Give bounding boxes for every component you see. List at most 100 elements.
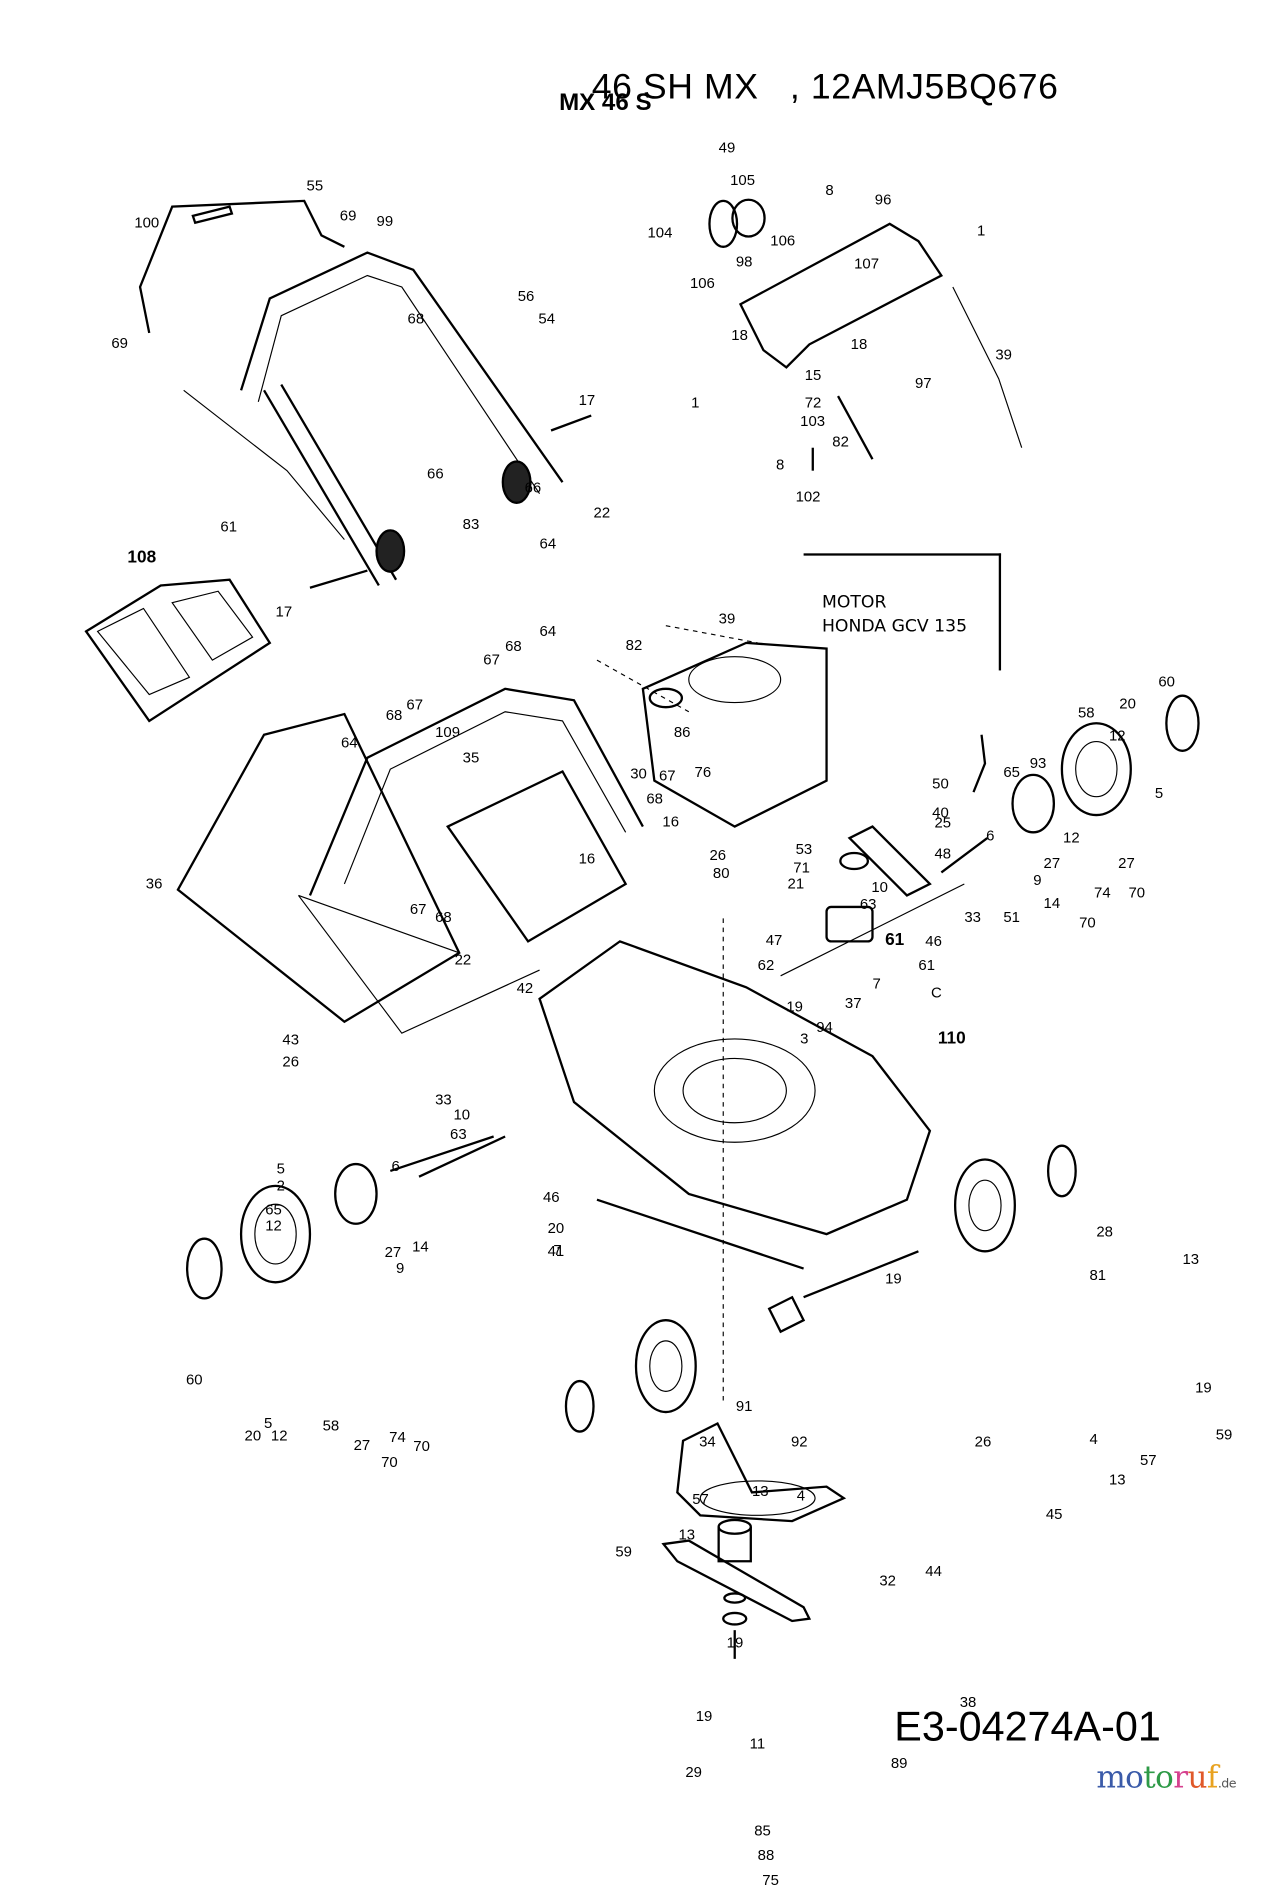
part-callout-70: 70: [1128, 883, 1146, 902]
knob-64-lower: [375, 529, 406, 573]
part-callout-88: 88: [757, 1845, 775, 1864]
part-callout-30: 30: [630, 764, 647, 782]
part-callout-109: 109: [435, 723, 461, 741]
part-callout-19: 19: [1195, 1378, 1212, 1396]
part-callout-39: 39: [995, 345, 1012, 363]
part-callout-98: 98: [735, 252, 753, 270]
model-name: 46 SH MX: [591, 66, 759, 107]
rear-flap-86: [446, 769, 628, 943]
part-callout-9: 9: [1033, 871, 1042, 889]
part-callout-20: 20: [547, 1219, 565, 1237]
part-callout-71: 71: [793, 858, 810, 876]
lever-48-50: [972, 734, 987, 793]
part-callout-57: 57: [1139, 1451, 1157, 1469]
part-callout-66: 66: [427, 464, 444, 483]
part-callout-6: 6: [986, 826, 995, 844]
blade-29: [661, 1539, 812, 1623]
part-callout-14: 14: [412, 1237, 429, 1255]
part-callout-16: 16: [662, 812, 680, 831]
part-callout-13: 13: [751, 1482, 769, 1500]
part-callout-106: 106: [770, 231, 796, 250]
part-callout-29: 29: [685, 1763, 702, 1781]
part-callout-75: 75: [762, 1871, 779, 1888]
part-callout-27: 27: [353, 1436, 371, 1454]
part-callout-72: 72: [804, 393, 822, 411]
part-callout-1: 1: [691, 393, 700, 411]
part-callout-45: 45: [1045, 1505, 1063, 1523]
watermark-letter: t: [1143, 1759, 1156, 1796]
part-callout-74: 74: [389, 1428, 406, 1446]
part-callout-49: 49: [718, 138, 736, 157]
drawing-code: E3-04274A-01: [894, 1702, 1161, 1750]
part-callout-5: 5: [276, 1159, 285, 1177]
part-callout-3: 3: [800, 1029, 809, 1047]
part-callout-16: 16: [578, 849, 596, 867]
part-callout-110: 110: [937, 1028, 966, 1049]
part-callout-7: 7: [553, 1240, 562, 1259]
part-callout-94: 94: [816, 1018, 833, 1036]
part-callout-57: 57: [692, 1490, 709, 1508]
part-callout-19: 19: [885, 1269, 902, 1287]
part-callout-100: 100: [134, 213, 160, 231]
part-callout-5: 5: [1154, 784, 1164, 802]
part-callout-106: 106: [689, 274, 715, 292]
motor-callout-text: MOTOR HONDA GCV 135: [822, 590, 967, 638]
watermark-letter: o: [1155, 1759, 1174, 1796]
part-callout-46: 46: [925, 932, 942, 950]
part-callout-59: 59: [1215, 1425, 1233, 1444]
watermark-letter: u: [1187, 1759, 1208, 1796]
part-callout-92: 92: [790, 1432, 808, 1450]
cable-39-top: [952, 286, 1023, 448]
part-callout-38: 38: [959, 1693, 977, 1711]
watermark-letter: o: [1125, 1759, 1144, 1796]
part-callout-104: 104: [647, 223, 673, 242]
part-callout-91: 91: [735, 1397, 753, 1415]
lower-handle-left: [263, 389, 380, 587]
part-callout-70: 70: [413, 1437, 430, 1455]
gear-plate-65: [1011, 773, 1056, 834]
rear-wheel-left: [239, 1184, 312, 1284]
part-callout-54: 54: [538, 309, 556, 328]
disc-105: [731, 198, 766, 238]
part-callout-68: 68: [385, 706, 403, 724]
part-callout-39: 39: [718, 609, 736, 627]
upper-handle-54: [239, 251, 564, 483]
part-callout-35: 35: [462, 748, 480, 766]
part-callout-97: 97: [914, 374, 932, 392]
front-wheel-left: [634, 1319, 697, 1414]
exploded-view-drawing: [84, 198, 1200, 1659]
bolt-17a: [550, 414, 592, 432]
part-callout-82: 82: [625, 635, 643, 654]
rod-34-92: [596, 1198, 804, 1270]
part-callout-89: 89: [890, 1754, 908, 1772]
part-callout-12: 12: [270, 1426, 288, 1445]
part-callout-65: 65: [265, 1200, 282, 1219]
part-callout-44: 44: [925, 1562, 942, 1580]
part-callout-27: 27: [1118, 854, 1135, 872]
part-callout-13: 13: [678, 1525, 696, 1543]
part-callout-64: 64: [340, 733, 358, 751]
part-callout-103: 103: [800, 412, 826, 430]
grass-bag-36: [176, 712, 461, 1024]
part-callout-5: 5: [264, 1414, 273, 1432]
part-callout-8: 8: [776, 455, 785, 473]
part-callout-34: 34: [699, 1432, 716, 1450]
part-callout-47: 47: [765, 931, 783, 949]
watermark-letter: m: [1096, 1759, 1126, 1796]
part-callout-4: 4: [796, 1486, 806, 1504]
lower-handle-frame: [308, 687, 644, 896]
motor-callout-box: [803, 553, 1002, 671]
part-callout-64: 64: [539, 622, 557, 640]
part-callout-60: 60: [185, 1370, 203, 1388]
hubcap-59-left: [564, 1379, 595, 1433]
motor-label: MOTOR: [821, 591, 887, 612]
part-callout-93: 93: [1029, 754, 1047, 772]
part-callout-40: 40: [932, 803, 949, 821]
catcher-lid-108: [84, 578, 272, 723]
control-housing-96: [738, 222, 944, 369]
part-callout-69: 69: [111, 334, 128, 352]
part-callout-27: 27: [384, 1243, 402, 1261]
part-callout-20: 20: [1119, 694, 1136, 712]
decal-100: [191, 205, 234, 225]
handle-top-bar-55: [138, 199, 345, 334]
